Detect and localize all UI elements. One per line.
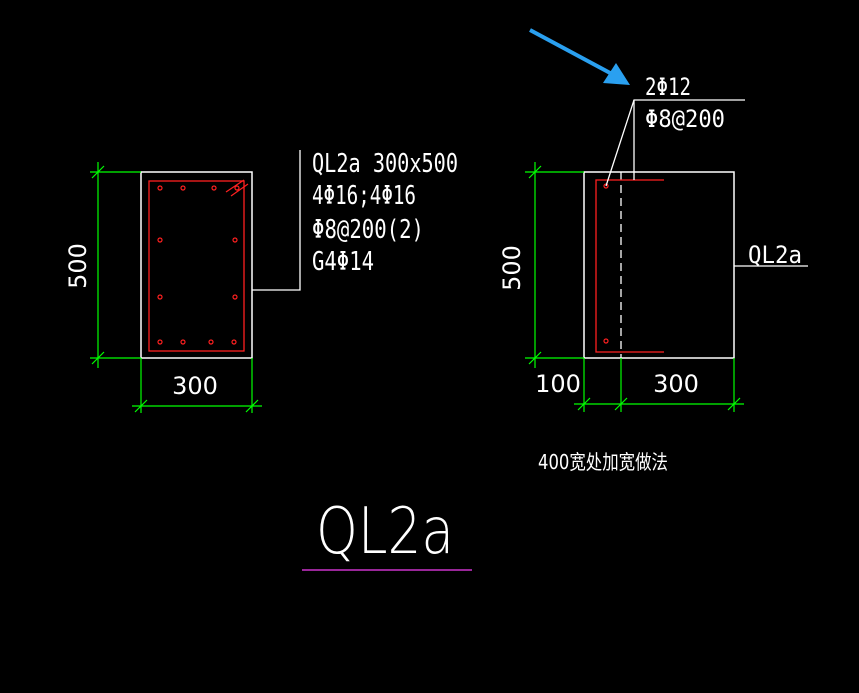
annotation-arrow [529, 28, 630, 85]
left-concrete-outline [140, 171, 253, 359]
right-rebar-dots [603, 183, 609, 344]
left-stirrup-hook [225, 179, 245, 193]
drawing-title: QL2a [302, 495, 472, 571]
left-dim-height-text: 500 [64, 243, 92, 289]
right-label-top: 2Φ12 [645, 73, 691, 101]
left-label-line-4: G4Φ14 [312, 247, 374, 277]
left-label-line-2: 4Φ16;4Φ16 [312, 181, 416, 211]
right-dim-left-text: 100 [535, 370, 581, 398]
right-stirrup [595, 179, 664, 353]
left-label-line-1: QL2a 300x500 [312, 149, 458, 179]
left-rebar-dots [157, 185, 240, 345]
right-dim-horizontal [574, 358, 744, 412]
right-side-label: QL2a [748, 241, 802, 269]
title-text: QL2a [316, 495, 454, 569]
right-concrete-outline [583, 171, 735, 359]
left-dim-horizontal [132, 358, 262, 413]
right-dim-right-text: 300 [653, 370, 699, 398]
right-label-second: Φ8@200 [645, 105, 725, 133]
left-stirrup [148, 180, 245, 352]
left-dim-width-text: 300 [172, 372, 218, 400]
left-beam-section: QL2a 300x500 4Φ16;4Φ16 Φ8@200(2) G4Φ14 5… [64, 149, 458, 413]
left-leader-line [252, 150, 301, 291]
right-caption: 400宽处加宽做法 [538, 450, 668, 474]
left-dim-vertical [90, 162, 141, 368]
right-beam-section: 2Φ12 Φ8@200 QL2a 500 100 300 400宽处加宽做法 [498, 73, 808, 474]
right-dim-height-text: 500 [498, 245, 526, 291]
right-dim-vertical [525, 162, 584, 368]
left-label-line-3: Φ8@200(2) [312, 215, 424, 245]
